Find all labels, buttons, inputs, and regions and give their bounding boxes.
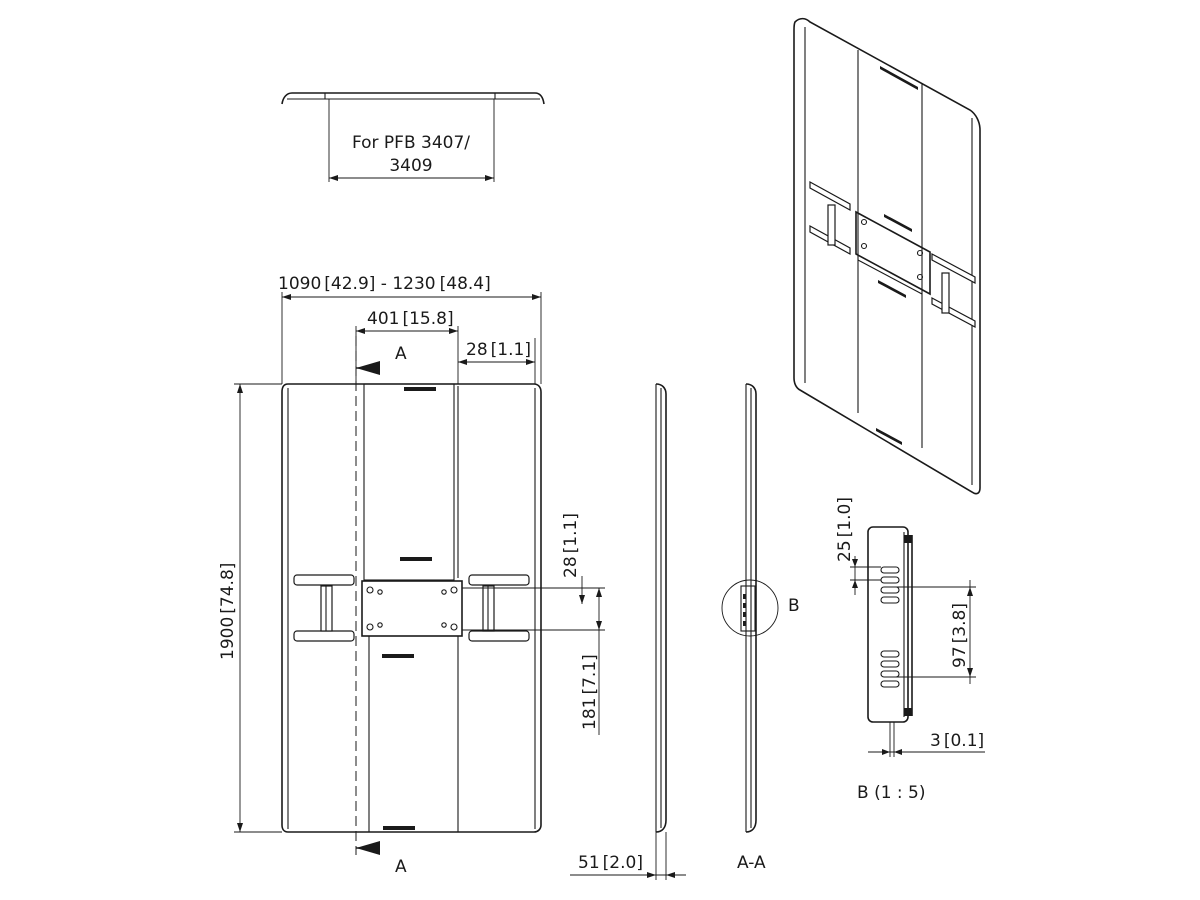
slot (404, 387, 436, 391)
offset-dimension: 28[1.1] (458, 338, 536, 384)
detail-marker: B (788, 596, 800, 616)
slot (400, 557, 432, 561)
svg-text:401[15.8]: 401[15.8] (367, 309, 454, 329)
left-bracket-top (293, 574, 355, 586)
left-bracket-bottom (293, 630, 355, 642)
side-view: 51[2.0] (570, 383, 686, 880)
svg-text:28[1.1]: 28[1.1] (561, 513, 581, 578)
mount-lower-mm: 181 (580, 698, 600, 730)
svg-text:51[2.0]: 51[2.0] (578, 853, 643, 873)
width-inch-max: 48.4 (446, 274, 484, 294)
isometric-view (793, 17, 981, 495)
mount-dimensions: 28[1.1] 181[7.1] (462, 513, 605, 735)
center-width-mm: 401 (367, 309, 399, 329)
svg-text:3[0.1]: 3[0.1] (930, 731, 984, 751)
center-width-inch: 15.8 (409, 309, 447, 329)
pfb-callout-line2: 3409 (389, 156, 432, 176)
detail-view: 25[1.0] 97[3.8] 3[0.1] B (1 : 5) (835, 497, 985, 803)
section-view: B A-A (721, 383, 800, 873)
section-marker-bottom: A (395, 857, 407, 877)
width-mm: 1090 (278, 274, 321, 294)
detail-thick-mm: 3 (930, 731, 941, 751)
mount-gap-inch: 1.1 (561, 520, 581, 547)
svg-text:1900[74.8]: 1900[74.8] (218, 563, 238, 660)
right-bracket-top (468, 574, 530, 586)
height-dimension: 1900[74.8] (218, 383, 282, 833)
mount-lower-inch: 7.1 (580, 661, 600, 688)
front-view: A A (281, 336, 542, 877)
detail-thick-inch: 0.1 (950, 731, 977, 751)
width-sep: - (375, 274, 392, 294)
depth-mm: 51 (578, 853, 600, 873)
offset-inch: 1.1 (497, 340, 524, 360)
svg-text:28[1.1]: 28[1.1] (466, 340, 531, 360)
width-mm-max: 1230 (392, 274, 435, 294)
right-bracket-bottom (468, 630, 530, 642)
svg-text:181[7.1]: 181[7.1] (580, 654, 600, 730)
pfb-callout-line1: For PFB 3407/ (352, 133, 470, 153)
detail-pitch-inch: 3.8 (950, 610, 970, 637)
mount-gap-mm: 28 (561, 556, 581, 578)
iso-mounting-plate (855, 210, 931, 296)
width-inch: 42.9 (331, 274, 369, 294)
detail-top-mm: 25 (835, 540, 855, 562)
detail-pitch-mm: 97 (950, 646, 970, 668)
detail-holes (880, 566, 900, 688)
section-marker-top: A (395, 344, 407, 364)
svg-text:25[1.0]: 25[1.0] (835, 497, 855, 562)
height-inch: 74.8 (218, 569, 238, 607)
top-profile-view: For PFB 3407/ 3409 (281, 92, 545, 182)
mounting-plate (361, 580, 463, 637)
svg-text:97[3.8]: 97[3.8] (950, 603, 970, 668)
detail-view-title: B (1 : 5) (857, 783, 926, 803)
detail-top-inch: 1.0 (835, 504, 855, 531)
height-mm: 1900 (218, 617, 238, 660)
detail-b-circle (721, 579, 779, 637)
center-width-dimension: 401[15.8] (355, 309, 459, 384)
svg-text:1090[42.9] - 1230[48.4]: 1090[42.9] - 1230[48.4] (278, 274, 491, 294)
slot (383, 826, 415, 830)
slot (382, 654, 414, 658)
width-dimension: 1090[42.9] - 1230[48.4] (278, 274, 542, 384)
section-view-title: A-A (737, 853, 766, 873)
depth-inch: 2.0 (609, 853, 636, 873)
offset-mm: 28 (466, 340, 488, 360)
